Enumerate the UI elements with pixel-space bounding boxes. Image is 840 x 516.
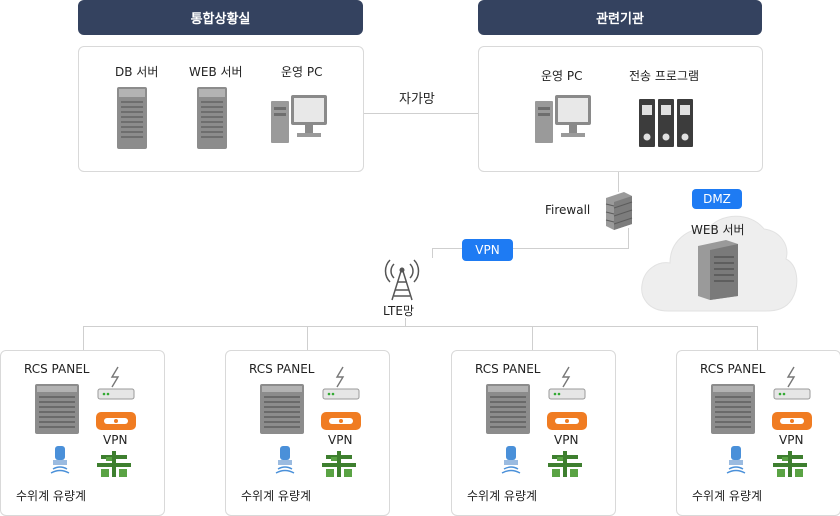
agency-panel: 운영 PC 전송 프로그램	[478, 46, 763, 172]
web-server-label: WEB 서버	[189, 65, 243, 79]
vpn-device-label: VPN	[554, 433, 579, 447]
vpn-badge: VPN	[462, 239, 513, 261]
level-sensor-icon	[726, 446, 746, 474]
gauge-label: 수위계 유량계	[467, 489, 538, 503]
flow-meter-icon	[773, 451, 807, 477]
vpn-device-icon	[547, 412, 587, 430]
drop-line-1	[83, 326, 84, 351]
lte-network-label: LTE망	[383, 304, 414, 318]
link-line	[363, 113, 478, 114]
flow-meter-icon	[322, 451, 356, 477]
site-panel-4: RCS PANEL VPN	[676, 350, 840, 516]
vpn-device-icon	[321, 412, 361, 430]
binders-icon	[639, 99, 693, 147]
private-network-label: 자가망	[399, 92, 435, 107]
site-panel-3: RCS PANEL VPN	[451, 350, 616, 516]
level-sensor-icon	[501, 446, 521, 474]
firewall-label: Firewall	[545, 203, 591, 217]
db-server-label: DB 서버	[115, 65, 159, 79]
distribution-line	[83, 326, 757, 327]
rcs-panel-label: RCS PANEL	[475, 362, 541, 376]
site-panel-1: RCS PANEL VPN	[0, 350, 165, 516]
flow-meter-icon	[548, 451, 582, 477]
server-icon	[197, 87, 227, 149]
gauge-label: 수위계 유량계	[16, 489, 87, 503]
drop-line-2	[307, 326, 308, 351]
level-sensor-icon	[275, 446, 295, 474]
server-icon	[117, 87, 147, 149]
transfer-program-label: 전송 프로그램	[629, 69, 700, 83]
flow-meter-icon	[97, 451, 131, 477]
rcs-panel-label: RCS PANEL	[249, 362, 315, 376]
agency-pc-label: 운영 PC	[541, 69, 583, 83]
operation-pc-label: 운영 PC	[281, 65, 323, 79]
server-icon	[698, 240, 738, 300]
dmz-badge: DMZ	[692, 189, 742, 209]
lte-vertical-line	[432, 248, 433, 258]
vpn-device-label: VPN	[328, 433, 353, 447]
rcs-panel-label: RCS PANEL	[700, 362, 766, 376]
level-sensor-icon	[50, 446, 70, 474]
vpn-horizontal-line	[432, 248, 629, 249]
control-room-panel: DB 서버 WEB 서버 운영 PC	[78, 46, 364, 172]
vpn-device-icon	[772, 412, 812, 430]
firewall-down-line	[628, 228, 629, 248]
server-icon	[260, 384, 304, 434]
firewall-icon	[605, 192, 633, 230]
agency-header: 관련기관	[478, 0, 762, 35]
pc-icon	[271, 95, 327, 143]
lte-down-line	[405, 318, 406, 326]
rcs-panel-label: RCS PANEL	[24, 362, 90, 376]
vpn-device-label: VPN	[779, 433, 804, 447]
site-panel-2: RCS PANEL VPN	[225, 350, 390, 516]
vpn-device-icon	[96, 412, 136, 430]
router-icon	[548, 366, 586, 400]
server-icon	[35, 384, 79, 434]
router-icon	[322, 366, 360, 400]
antenna-tower-icon	[384, 259, 420, 301]
dmz-web-server-label: WEB 서버	[691, 223, 745, 237]
control-room-header: 통합상황실	[78, 0, 363, 35]
firewall-up-line	[618, 170, 619, 192]
router-icon	[773, 366, 811, 400]
pc-icon	[535, 95, 591, 143]
server-icon	[711, 384, 755, 434]
gauge-label: 수위계 유량계	[692, 489, 763, 503]
gauge-label: 수위계 유량계	[241, 489, 312, 503]
server-icon	[486, 384, 530, 434]
drop-line-4	[757, 326, 758, 351]
router-icon	[97, 366, 135, 400]
vpn-device-label: VPN	[103, 433, 128, 447]
drop-line-3	[532, 326, 533, 351]
